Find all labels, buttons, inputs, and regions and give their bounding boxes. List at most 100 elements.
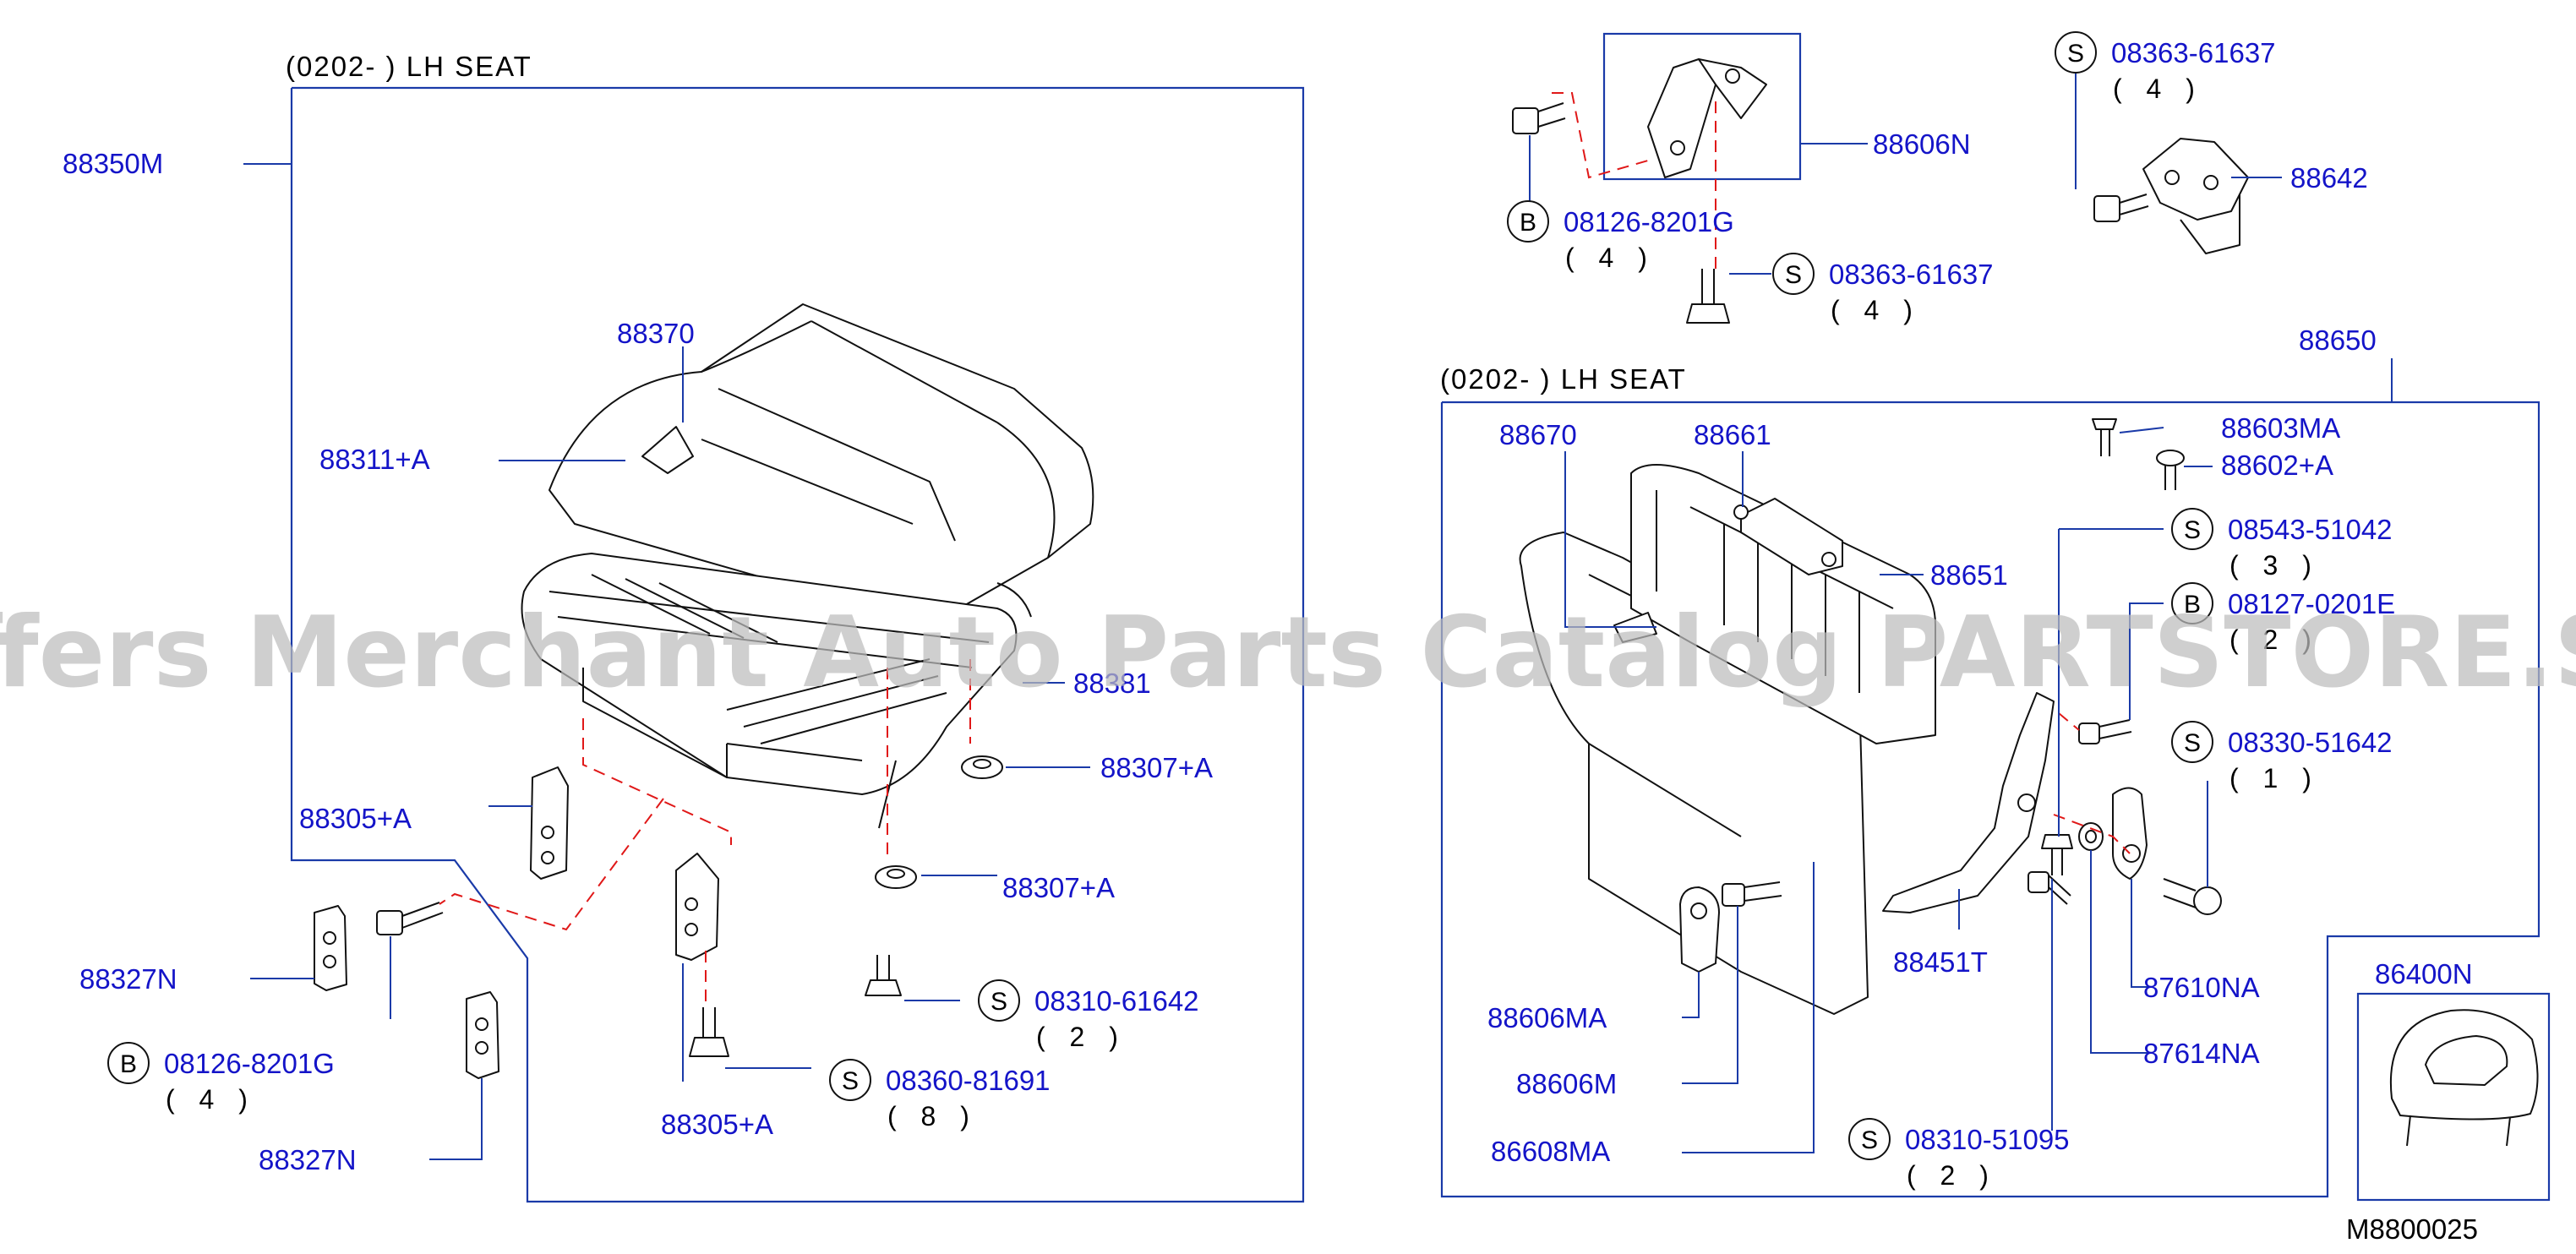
part-88350M[interactable]: 88350M xyxy=(63,148,163,179)
headrest-frame xyxy=(2356,992,2551,1202)
svg-text:S: S xyxy=(2184,516,2201,544)
bolt-right-5 xyxy=(2163,878,2222,915)
fastener-type-s-icon xyxy=(1848,1118,1891,1160)
washer-87614-drawing xyxy=(2078,822,2104,851)
fastener-type-s-icon xyxy=(978,979,1020,1022)
part-88381[interactable]: 88381 xyxy=(1073,668,1151,699)
part-88670[interactable]: 88670 xyxy=(1499,419,1577,450)
fastener-type-s-icon xyxy=(2055,31,2097,74)
part-88307A-1[interactable]: 88307+A xyxy=(1100,752,1213,783)
svg-text:( 4 ): ( 4 ) xyxy=(2113,74,2203,104)
part-88606M[interactable]: 88606M xyxy=(1516,1068,1617,1099)
part-88651[interactable]: 88651 xyxy=(1930,559,2008,591)
diagram-id: M8800025 xyxy=(2346,1213,2478,1245)
bolt-top-1 xyxy=(1512,102,1566,134)
fastener-08310-51095[interactable]: 08310-51095 xyxy=(1905,1124,2070,1155)
part-86608MA[interactable]: 86608MA xyxy=(1491,1136,1610,1167)
svg-text:S: S xyxy=(2067,40,2084,68)
fastener-type-s-icon xyxy=(2171,508,2213,550)
part-87614NA[interactable]: 87614NA xyxy=(2143,1038,2260,1069)
fastener-08310-61642[interactable]: 08310-61642 xyxy=(1034,985,1199,1017)
part-88311A[interactable]: 88311+A xyxy=(319,444,430,475)
fastener-08127-0201E[interactable]: 08127-0201E xyxy=(2228,588,2395,619)
part-88602A[interactable]: 88602+A xyxy=(2221,450,2333,481)
section-right-title: (0202- ) LH SEAT xyxy=(1440,363,1687,395)
bolt-right-4 xyxy=(2028,871,2071,905)
section-left-title: (0202- ) LH SEAT xyxy=(286,51,532,82)
bolt-left-1 xyxy=(376,902,444,935)
headrest-clip-drawing xyxy=(1733,504,1836,567)
seat-frame-drawing xyxy=(521,553,1032,829)
fastener-08363-61637-1[interactable]: 08363-61637 xyxy=(1829,259,1994,290)
svg-text:( 2 ): ( 2 ) xyxy=(1907,1160,1997,1191)
part-88606N[interactable]: 88606N xyxy=(1873,128,1971,160)
part-88603MA[interactable]: 88603MA xyxy=(2221,412,2340,444)
part-88327N-1[interactable]: 88327N xyxy=(79,963,177,995)
right-section-frame xyxy=(1440,401,2541,1198)
screws-88603-88602 xyxy=(2092,418,2185,490)
svg-text:B: B xyxy=(1520,209,1536,237)
fastener-type-s-icon xyxy=(829,1059,871,1101)
svg-text:( 4 ): ( 4 ) xyxy=(1565,243,1656,273)
seatback-drawing xyxy=(1519,464,1936,1015)
part-88661[interactable]: 88661 xyxy=(1694,419,1771,450)
bracket-88606MA-drawing xyxy=(1679,886,1720,973)
bracket-88642-drawing xyxy=(2142,138,2249,254)
fastener-type-b-icon xyxy=(107,1042,150,1084)
fastener-08360-81691[interactable]: 08360-81691 xyxy=(886,1065,1051,1096)
part-88327N-2[interactable]: 88327N xyxy=(259,1144,357,1175)
part-88642[interactable]: 88642 xyxy=(2290,162,2368,194)
fastener-08330-51642[interactable]: 08330-51642 xyxy=(2228,727,2393,758)
fastener-type-b-icon xyxy=(1507,200,1549,243)
headrest-drawing xyxy=(2389,1009,2539,1147)
fastener-08543-51042[interactable]: 08543-51042 xyxy=(2228,514,2393,545)
bolt-left-2 xyxy=(865,955,902,996)
seat-cushion-drawing xyxy=(548,303,1094,626)
watermark: Offers Merchant Auto Parts Catalog PARTS… xyxy=(0,596,2576,710)
bolt-right-2 xyxy=(2078,719,2132,744)
part-88305A-1[interactable]: 88305+A xyxy=(299,803,412,834)
recliner-arm-drawing xyxy=(1882,692,2055,913)
fastener-type-b-icon xyxy=(2171,582,2213,624)
part-87610NA[interactable]: 87610NA xyxy=(2143,972,2260,1003)
svg-text:S: S xyxy=(1785,261,1802,289)
svg-text:( 8 ): ( 8 ) xyxy=(887,1101,978,1131)
part-88305A-2[interactable]: 88305+A xyxy=(661,1109,773,1140)
svg-text:B: B xyxy=(2184,591,2201,619)
part-88606MA[interactable]: 88606MA xyxy=(1487,1002,1607,1033)
svg-text:( 4 ): ( 4 ) xyxy=(1831,295,1921,325)
fastener-08126-8201G-1[interactable]: 08126-8201G xyxy=(164,1048,335,1079)
left-section-frame xyxy=(290,86,1305,1203)
bracket-88305-1 xyxy=(530,766,569,880)
fastener-type-s-icon xyxy=(2171,721,2213,763)
bolt-top-2 xyxy=(1686,269,1730,324)
part-88370[interactable]: 88370 xyxy=(617,318,695,349)
fastener-08126-8201G-2[interactable]: 08126-8201G xyxy=(1564,206,1734,237)
hinge-bracket-frame xyxy=(1602,32,1802,181)
bolt-right-3 xyxy=(2041,834,2073,875)
part-88451T[interactable]: 88451T xyxy=(1893,946,1988,978)
part-86400N[interactable]: 86400N xyxy=(2375,958,2473,990)
bolt-left-3 xyxy=(689,1007,729,1057)
svg-text:B: B xyxy=(120,1050,137,1078)
svg-text:( 2 ): ( 2 ) xyxy=(2229,624,2320,655)
lever-87610-drawing xyxy=(2112,787,2148,880)
bracket-88327-2 xyxy=(466,991,499,1079)
svg-text:( 3 ): ( 3 ) xyxy=(2229,550,2320,581)
part-88650[interactable]: 88650 xyxy=(2299,324,2377,356)
part-88307A-2[interactable]: 88307+A xyxy=(1002,872,1115,903)
hinge-bracket-drawing xyxy=(1647,58,1767,178)
svg-text:S: S xyxy=(991,988,1007,1016)
fastener-08363-61637-2[interactable]: 08363-61637 xyxy=(2111,37,2276,68)
fastener-type-s-icon xyxy=(1772,253,1815,295)
svg-text:S: S xyxy=(842,1067,859,1095)
bracket-88327-1 xyxy=(314,905,347,991)
svg-text:( 4 ): ( 4 ) xyxy=(166,1084,256,1115)
bolt-top-3 xyxy=(2093,194,2149,222)
svg-text:S: S xyxy=(2184,729,2201,757)
svg-text:( 1 ): ( 1 ) xyxy=(2229,763,2320,793)
svg-text:( 2 ): ( 2 ) xyxy=(1036,1022,1127,1052)
bolt-right-1 xyxy=(1722,881,1782,907)
svg-text:S: S xyxy=(1861,1126,1878,1154)
